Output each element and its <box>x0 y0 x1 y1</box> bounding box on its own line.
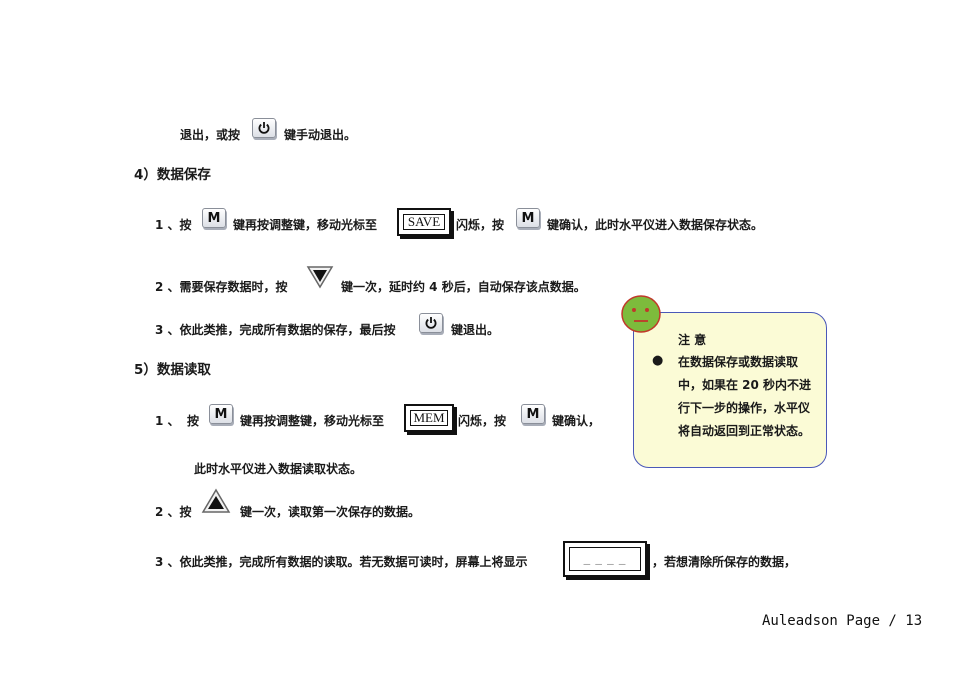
section-title-data-read: 5）数据读取 <box>134 362 211 378</box>
note-bullet: ● <box>652 353 664 368</box>
section-title-data-save: 4）数据保存 <box>134 167 211 183</box>
note-body: 在数据保存或数据读取中，如果在 20 秒内不进行下一步的操作，水平仪将自动返回到… <box>678 355 812 438</box>
save-step1-text2: 闪烁，按 <box>456 218 505 232</box>
smiley-face-icon <box>621 295 661 333</box>
note-box: 注 意 ● 在数据保存或数据读取中，如果在 20 秒内不进行下一步的操作，水平仪… <box>633 312 827 468</box>
read-step1-continued: 此时水平仪进入数据读取状态。 <box>194 462 363 476</box>
lcd-mem-text: MEM <box>410 410 448 426</box>
lcd-mem-display: MEM <box>404 404 454 432</box>
save-step2-text1: 键一次，延时约 4 秒后，自动保存该点数据。 <box>341 280 586 294</box>
read-step1-text3: 键确认， <box>552 414 601 428</box>
exit-text-after: 键手动退出。 <box>284 128 357 142</box>
save-step1-text3: 键确认，此时水平仪进入数据保存状态。 <box>547 218 764 232</box>
note-title: 注 意 <box>678 333 707 347</box>
read-step2-num: 2 、按 <box>155 505 192 519</box>
read-step3-num: 3 、依此类推，完成所有数据的读取。若无数据可读时，屏幕上将显示 <box>155 555 528 569</box>
triangle-down-icon <box>306 266 334 289</box>
read-step1-press: 按 <box>187 414 200 428</box>
lcd-save-display: SAVE <box>397 208 451 236</box>
read-step1-text2: 闪烁，按 <box>458 414 507 428</box>
read-step1-num: 1 、 <box>155 414 180 428</box>
m-key-icon: M <box>202 208 226 228</box>
m-key-icon: M <box>209 404 233 424</box>
power-key-icon <box>252 118 276 138</box>
read-step3-text1: ，若想清除所保存的数据， <box>652 555 797 569</box>
power-key-icon <box>419 313 443 333</box>
triangle-up-icon <box>201 488 231 513</box>
lcd-empty-dashes: _ _ _ _ <box>569 547 641 571</box>
save-step3-num: 3 、依此类推，完成所有数据的保存，最后按 <box>155 323 396 337</box>
lcd-save-text: SAVE <box>403 214 445 230</box>
page-footer: Auleadson Page / 13 <box>762 613 923 629</box>
save-step3-text1: 键退出。 <box>451 323 500 337</box>
read-step2-text1: 键一次，读取第一次保存的数据。 <box>240 505 421 519</box>
save-step1-text1: 键再按调整键，移动光标至 <box>233 218 378 232</box>
exit-text-before: 退出，或按 <box>180 128 241 142</box>
m-key-icon: M <box>521 404 545 424</box>
lcd-empty-display: _ _ _ _ <box>563 541 647 577</box>
read-step1-text1: 键再按调整键，移动光标至 <box>240 414 385 428</box>
m-key-icon: M <box>516 208 540 228</box>
save-step2-num: 2 、需要保存数据时，按 <box>155 280 288 294</box>
save-step1-num: 1 、按 <box>155 218 192 232</box>
